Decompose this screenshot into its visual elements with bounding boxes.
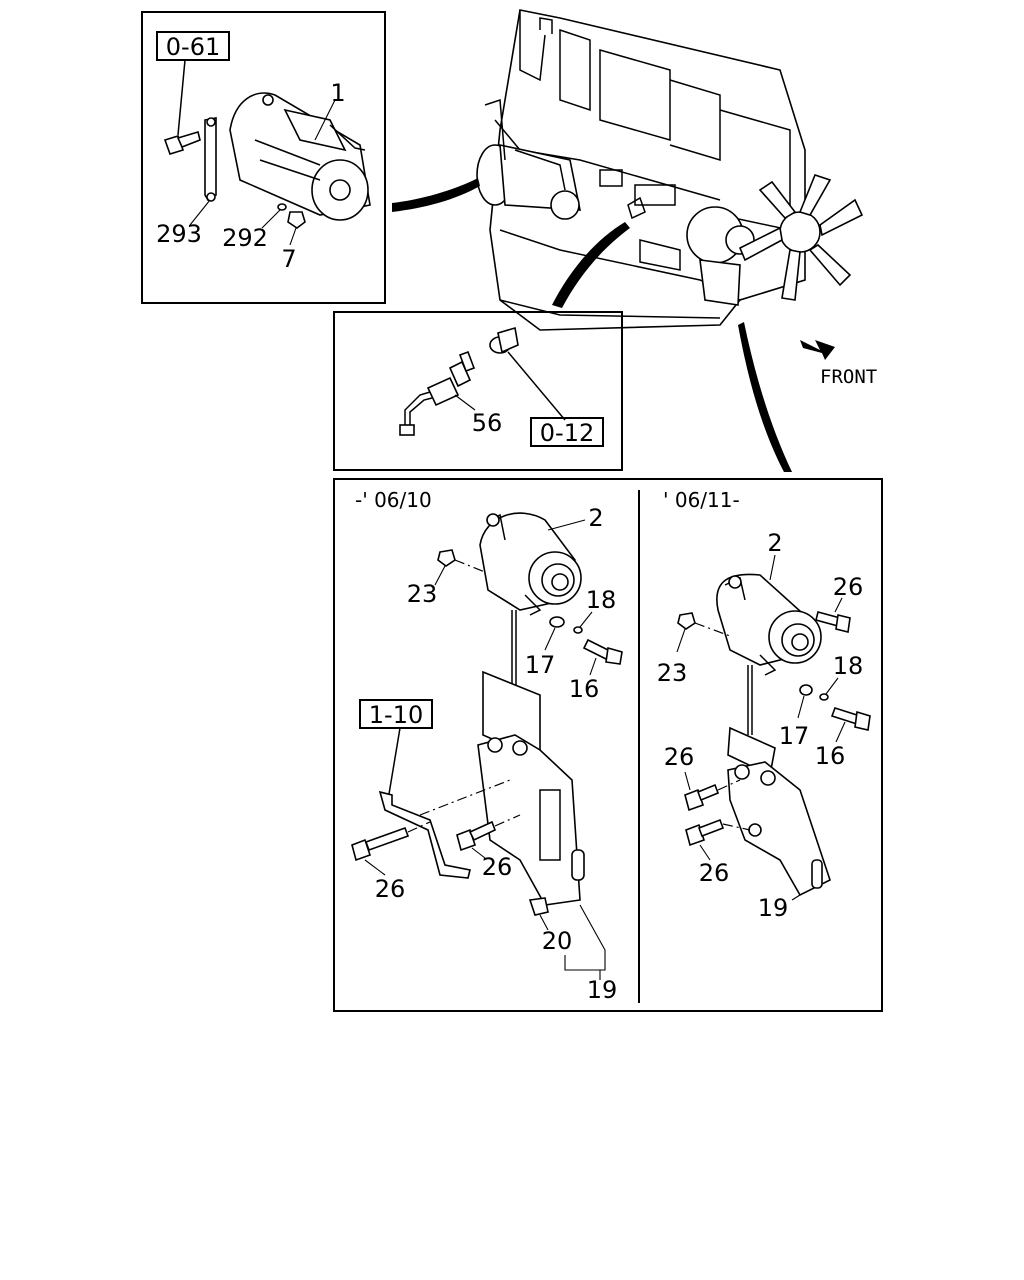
early-bracket-bolt-b-icon: [456, 820, 497, 852]
callout-late-bolt: 16: [815, 742, 846, 770]
callout-late-bracket-bolt-b: 26: [699, 859, 730, 887]
early-period-label: -' 06/10: [355, 488, 432, 512]
mounted-alternator: [686, 206, 755, 306]
late-alternator-icon: [716, 573, 822, 676]
late-panel: ' 06/11- 2 26: [657, 488, 871, 922]
sensor-adapter-icon: [489, 326, 519, 354]
starter-bolt-icon: [163, 130, 201, 155]
front-label: FRONT: [820, 366, 877, 388]
early-panel: -' 06/10 2 23 17: [351, 488, 623, 1004]
callout-early-bolt: 16: [569, 675, 600, 703]
callout-early-plug: 20: [542, 927, 573, 955]
late-washer-icon: [819, 693, 829, 701]
fan-icon: [738, 174, 864, 301]
late-bolt-icon: [830, 707, 871, 731]
callout-early-bracket-bolt-a: 26: [375, 875, 406, 903]
early-plug-icon: [528, 897, 549, 916]
callout-late-top-bolt: 26: [833, 573, 864, 601]
starter-washer-icon: [277, 203, 287, 211]
callout-late-nut: 23: [657, 659, 688, 687]
callout-early-alternator: 2: [588, 504, 603, 532]
callout-late-alternator: 2: [767, 529, 782, 557]
bracket-ref-code: 1-10: [369, 701, 423, 729]
late-bracket-bolt-a-icon: [684, 783, 720, 812]
early-washer-icon: [573, 626, 583, 634]
callout-early-bracket: 19: [587, 976, 618, 1004]
callout-starter: 1: [330, 79, 345, 107]
alternator-detail-box: -' 06/10 2 23 17: [333, 478, 883, 1012]
callout-early-nut: 23: [407, 580, 438, 608]
mounted-starter: [476, 98, 581, 220]
starter-leader-arrow: [392, 178, 480, 212]
sensor-icon: [399, 350, 476, 436]
callout-starter-strap: 293: [156, 220, 202, 248]
early-stay-icon: [378, 790, 471, 879]
engine-illustration: [476, 9, 864, 331]
late-bracket-icon: [727, 726, 831, 897]
late-bracket-bolt-b-icon: [685, 818, 725, 847]
callout-early-bracket-bolt-b: 26: [482, 853, 513, 881]
callout-late-washer: 18: [833, 652, 864, 680]
early-bracket-bolt-a-icon: [351, 826, 410, 862]
callout-early-spacer: 17: [525, 651, 556, 679]
starter-ref-code: 0-61: [166, 33, 220, 61]
callout-sensor: 56: [472, 409, 503, 437]
sensor-leader-arrow: [552, 222, 630, 308]
callout-starter-nut: 7: [281, 245, 296, 273]
early-spacer-icon: [549, 616, 565, 628]
callout-late-bracket-bolt-a: 26: [664, 743, 695, 771]
early-bracket-icon: [477, 670, 585, 906]
early-bolt-icon: [582, 638, 623, 665]
starter-motor-icon: [229, 92, 371, 221]
sensor-detail-box: 56 0-12: [333, 311, 623, 471]
callout-late-spacer: 17: [779, 722, 810, 750]
starter-detail-box: 0-61 1 293 292 7: [141, 11, 386, 304]
callout-early-washer: 18: [586, 586, 617, 614]
front-direction: FRONT: [800, 340, 877, 388]
callout-starter-washer: 292: [222, 224, 268, 252]
starter-strap-icon: [204, 117, 217, 202]
front-arrow-icon: [800, 340, 835, 360]
late-nut-icon: [677, 612, 696, 630]
alternator-leader-arrow: [738, 322, 792, 472]
sensor-ref-code: 0-12: [540, 419, 594, 447]
late-spacer-icon: [799, 684, 813, 696]
early-alternator-icon: [479, 512, 582, 616]
early-nut-icon: [437, 549, 456, 567]
callout-late-bracket: 19: [758, 894, 789, 922]
late-top-bolt-icon: [815, 611, 851, 633]
starter-nut-icon: [287, 211, 306, 229]
late-period-label: ' 06/11-: [663, 488, 740, 512]
